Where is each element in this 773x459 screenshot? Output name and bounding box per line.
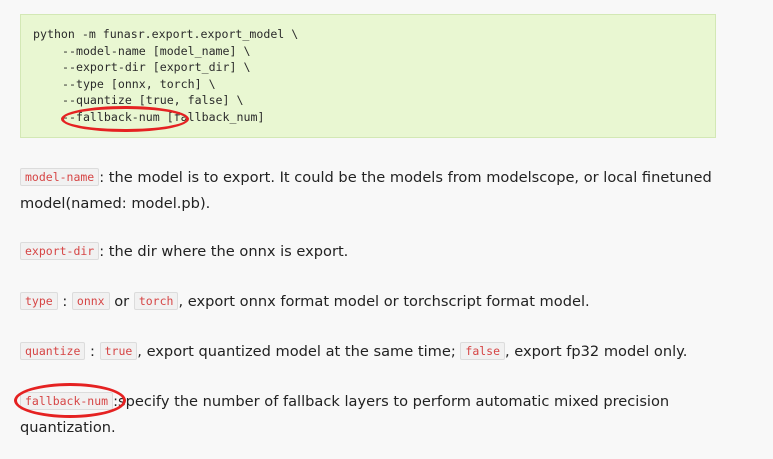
paragraph-text-a: , export quantized model at the same tim… [137, 343, 456, 360]
separator-colon: : [62, 293, 68, 310]
paragraph-text: : the model is to export. It could be th… [20, 169, 712, 212]
paragraph-export-dir: export-dir: the dir where the onnx is ex… [20, 238, 720, 265]
paragraph-type: type : onnx or torch, export onnx format… [20, 288, 720, 315]
inline-code-model-name: model-name [20, 168, 100, 186]
or-text: or [114, 293, 130, 310]
code-line-model-name: --model-name [model_name] \ [62, 43, 251, 58]
paragraph-text: : the dir where the onnx is export. [99, 243, 349, 260]
inline-code-export-dir: export-dir [20, 242, 100, 260]
inline-code-true: true [99, 342, 138, 360]
code-line-command: python -m funasr.export.export_model \ [33, 27, 299, 41]
paragraph-text: :specify the number of fallback layers t… [20, 393, 670, 436]
code-line-quantize: --quantize [true, false] \ [62, 93, 244, 108]
inline-code-type: type [20, 292, 58, 310]
inline-code-torch: torch [133, 292, 179, 310]
annotation-circle-code [61, 106, 189, 132]
paragraph-model-name: model-name: the model is to export. It c… [20, 164, 720, 217]
separator-colon: : [90, 343, 95, 360]
annotation-circle-paragraph [14, 383, 126, 418]
paragraph-text-b: , export fp32 model only. [505, 343, 688, 360]
paragraph-text: , export onnx format model or torchscrip… [178, 293, 590, 310]
paragraph-quantize: quantize : true, export quantized model … [20, 338, 720, 365]
inline-code-onnx: onnx [71, 292, 110, 310]
inline-code-false: false [460, 342, 506, 360]
inline-code-quantize: quantize [20, 342, 86, 360]
code-line-export-dir: --export-dir [export_dir] \ [62, 60, 251, 75]
paragraph-fallback-num: fallback-num:specify the number of fallb… [20, 388, 720, 441]
code-line-type: --type [onnx, torch] \ [62, 76, 216, 91]
